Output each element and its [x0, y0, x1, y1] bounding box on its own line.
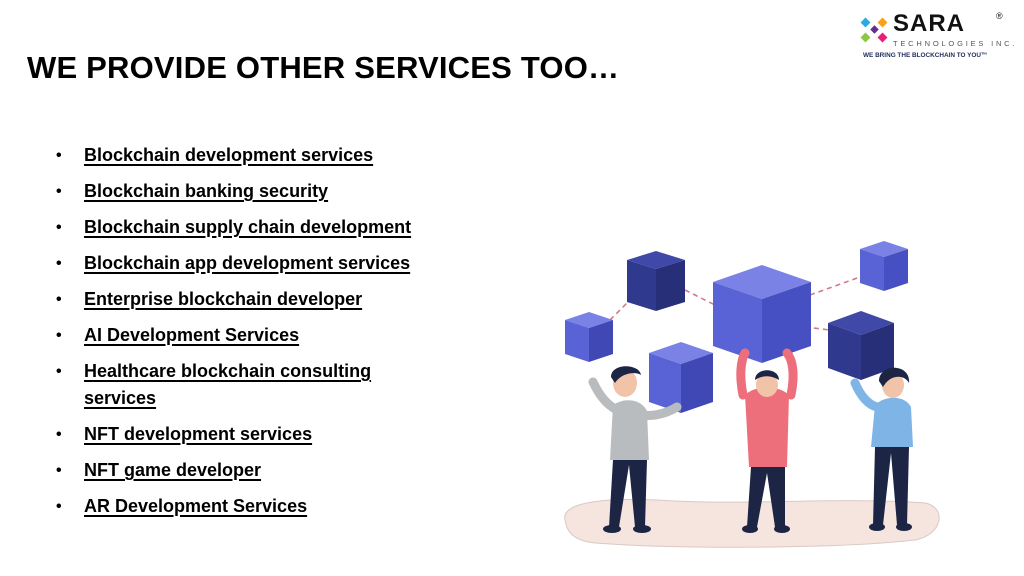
cube-icon	[627, 251, 685, 311]
cube-icon	[565, 312, 613, 362]
person-right	[850, 367, 913, 531]
bullet-icon: •	[56, 327, 62, 344]
person-middle	[736, 348, 798, 533]
list-item: • NFT game developer	[56, 457, 456, 484]
person-left	[588, 366, 682, 533]
service-link[interactable]: Blockchain banking security	[84, 181, 329, 201]
list-item: • Enterprise blockchain developer	[56, 286, 456, 313]
sara-logo-mark-icon	[860, 17, 888, 43]
company-logo: SARA ® TECHNOLOGIES INC. WE BRING THE BL…	[860, 10, 1014, 62]
bullet-icon: •	[56, 462, 62, 479]
bullet-icon: •	[56, 498, 62, 515]
list-item: • Blockchain supply chain development	[56, 214, 456, 241]
services-list: • Blockchain development services • Blockc…	[56, 142, 456, 529]
service-link[interactable]: NFT development services	[84, 424, 313, 444]
bullet-icon: •	[56, 291, 62, 308]
bullet-icon: •	[56, 147, 62, 164]
list-item: • NFT development services	[56, 421, 456, 448]
service-link[interactable]: Blockchain app development services	[84, 253, 411, 273]
people-lifting-blockchain-cubes-illustration	[564, 241, 940, 548]
service-link[interactable]: Blockchain development services	[84, 145, 374, 165]
service-link[interactable]: Blockchain supply chain development	[84, 217, 412, 237]
list-item: • Healthcare blockchain consulting servic…	[56, 358, 456, 412]
bullet-icon: •	[56, 426, 62, 443]
list-item: • Blockchain banking security	[56, 178, 456, 205]
logo-tagline: WE BRING THE BLOCKCHAIN TO YOU™	[863, 52, 988, 59]
cube-icon	[828, 311, 894, 380]
service-link[interactable]: Enterprise blockchain developer	[84, 289, 363, 309]
list-item: • AI Development Services	[56, 322, 456, 349]
list-item: • Blockchain app development services	[56, 250, 456, 277]
service-link[interactable]: Healthcare blockchain consulting service…	[84, 361, 372, 408]
list-item: • AR Development Services	[56, 493, 456, 520]
bullet-icon: •	[56, 183, 62, 200]
service-link[interactable]: AR Development Services	[84, 496, 308, 516]
logo-subtitle: TECHNOLOGIES INC.	[893, 39, 1018, 48]
service-link[interactable]: NFT game developer	[84, 460, 262, 480]
cube-icon	[713, 265, 811, 363]
service-link[interactable]: AI Development Services	[84, 325, 300, 345]
page-title: WE PROVIDE OTHER SERVICES TOO…	[27, 50, 620, 85]
cube-icon	[860, 241, 908, 291]
list-item: • Blockchain development services	[56, 142, 456, 169]
cube-icon	[649, 342, 713, 413]
bullet-icon: •	[56, 363, 62, 380]
bullet-icon: •	[56, 219, 62, 236]
logo-name: SARA	[893, 10, 966, 37]
logo-registered-mark: ®	[996, 11, 1003, 21]
bullet-icon: •	[56, 255, 62, 272]
